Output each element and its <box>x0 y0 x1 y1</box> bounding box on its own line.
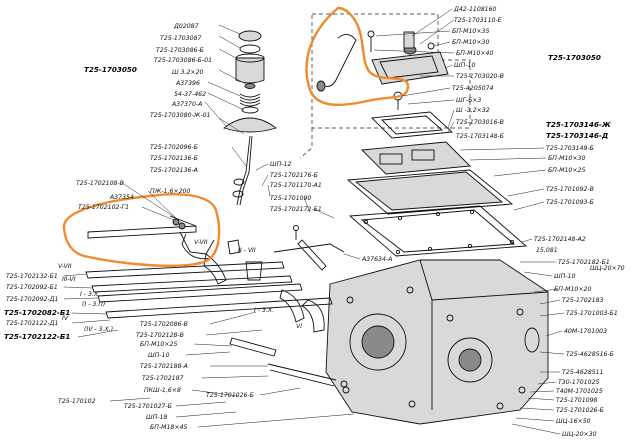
label-bp-m10x25-r: БП-М10×25 <box>548 167 585 174</box>
label-bp-m10x30-mid: БП-М10×30 <box>548 155 585 162</box>
label-v-vii-b: V-VII <box>58 263 72 270</box>
label-t25-1703148-b: Т25-1703148-Б <box>456 133 504 140</box>
label-a37396: А37396 <box>175 80 200 87</box>
label-shg6x3: ШГ-6×3 <box>456 97 481 104</box>
label-iv: IV <box>62 315 69 322</box>
label-shp10-l: ШП-10 <box>148 352 169 359</box>
label-t25-1703146-zh: Т25-1703146-Ж <box>546 120 611 129</box>
label-t25-1702122-d1: Т25-1702122-Д1 <box>6 320 58 327</box>
label-t25-1702122-b1: Т25-1702122-Б1 <box>4 332 70 341</box>
label-d42-1108160: Д42-1108160 <box>453 6 497 13</box>
label-t25-1701027-b: Т25-1701027-Б <box>124 403 172 410</box>
label-t30-1701025: Т30-1701025 <box>558 379 600 386</box>
label-shch20x30: ШЦ-20×30 <box>562 431 597 438</box>
label-t25-1702182-b1: Т25-1702182-Б1 <box>558 259 610 266</box>
label-t25-1701090: Т25-1701090 <box>270 195 312 202</box>
label-t25-1702102-g1: Т25-1702102-Г1 <box>78 204 129 211</box>
label-v-vii-a: V-VII <box>194 239 208 246</box>
label-t25-1702128-v: Т25-1702128-В <box>136 332 184 339</box>
label-t25-4205074: Т25-4205074 <box>452 85 494 92</box>
highlight-shift-lever <box>305 6 410 107</box>
gasket-stack <box>346 111 528 257</box>
gear-lever-assembly <box>223 30 277 206</box>
label-t25-1702082-b1: Т25-1702082-Б1 <box>4 308 70 317</box>
shift-rods-forks <box>85 215 348 388</box>
label-54-37-462: 54-37-462 <box>174 91 206 98</box>
label-i-3p: (I - 3.П) <box>82 301 105 308</box>
label-t25-1703080-zh01: Т25-1703080-Ж-01 <box>150 112 210 119</box>
highlight-shift-rod <box>62 193 221 267</box>
label-t25-1701098: Т25-1701098 <box>556 397 598 404</box>
label-t25-1702086-v: Т25-1702086-В <box>140 321 188 328</box>
label-bp-m10x40: БП-М10×40 <box>456 50 493 57</box>
label-t25-1702148-a2: Т25-1702148-А2 <box>534 236 586 243</box>
label-vi: VI <box>296 323 302 330</box>
label-t25-1703146-d: Т25-1703146-Д <box>546 131 608 140</box>
label-t25-1702187: Т25-1702187 <box>142 375 184 382</box>
part-labels: Д02087 Т25-1703087 Т25-1703086-Б Т25-170… <box>4 6 625 438</box>
label-15-081: 15,081 <box>536 247 558 254</box>
label-a37370-a: А37370-А <box>171 101 202 108</box>
label-t25-1702108-v: Т25-1702108-В <box>76 180 124 187</box>
label-t25-1703086-b: Т25-1703086-Б <box>156 47 204 54</box>
label-t25-1703086-b01: Т25-1703086-Б-01 <box>154 57 212 64</box>
label-sh32x32: Ш -3,2×32 <box>456 107 490 114</box>
label-t25-1702188-a: Т25-1702188-А <box>140 363 188 370</box>
label-t25-1701026-b: Т25-1701026-Б <box>206 392 254 399</box>
label-shp10-top: ШП-10 <box>454 62 475 69</box>
label-sh32x20: Ш 3,2×20 <box>172 69 204 76</box>
label-iii-vi: III-VI <box>62 276 76 283</box>
label-t25-1702092-d1: Т25-1702092-Д1 <box>6 296 58 303</box>
label-t25-1703110-e: Т25-1703110-Е <box>454 17 502 24</box>
label-t25-1703149-b: Т25-1703149-Б <box>546 145 594 152</box>
label-shp18: ШП-18 <box>146 414 167 421</box>
label-t25-1702132-b1: Т25-1702132-Б1 <box>6 273 58 280</box>
label-40m-1701003: 40М-1701003 <box>564 328 607 335</box>
label-t25-1701003-b1: Т25-1701003-Б1 <box>566 310 618 317</box>
label-t25-1701092-v: Т25-1701092-В <box>546 186 594 193</box>
label-d02087: Д02087 <box>173 23 199 30</box>
label-t25-1701170-a1: Т25-1701170-А1 <box>270 182 322 189</box>
label-t25-1703020-v: Т25-1703020-В <box>456 73 504 80</box>
label-t25-4628516-b: Т25-4628516-Б <box>566 351 614 358</box>
label-t25-1703087: Т25-1703087 <box>160 35 202 42</box>
label-t25-1703016-v: Т25-1703016-В <box>456 119 504 126</box>
label-iv-3h: (IV - 3.Х.) <box>84 326 113 333</box>
label-bp-m10x25-l: БП-М10×25 <box>140 341 177 348</box>
label-bp-m10x35: БП-М10×35 <box>452 28 489 35</box>
label-i-3h-b: I - 3.Х. <box>254 307 274 314</box>
label-t25-1702183: Т25-1702183 <box>562 297 604 304</box>
label-bp-m10x20: БП-М10×20 <box>554 286 591 293</box>
label-t25-170102: Т25-170102 <box>58 398 96 405</box>
label-t25-1701026-b-r: Т25-1701026-Б <box>556 407 604 414</box>
label-t25-1702136-b: Т25-1702136-Б <box>150 155 198 162</box>
label-t25-1702136-a: Т25-1702136-А <box>150 167 198 174</box>
label-shch16x50: ШЦ-16×50 <box>556 418 591 425</box>
label-t25-1702096-b: Т25-1702096-Б <box>150 144 198 151</box>
label-a37354: А37354 <box>109 194 134 201</box>
label-t25-1702092-b1: Т25-1702092-Б1 <box>6 284 58 291</box>
label-t25-1702172-b1: Т25-1702172-Б1 <box>270 206 322 213</box>
label-t25-1703050-left: Т25-1703050 <box>84 65 137 74</box>
label-shp12: ШП-12 <box>270 161 291 168</box>
label-bp-m18x45: БП-М18×45 <box>150 424 187 431</box>
label-t25-1703050-right: Т25-1703050 <box>548 53 601 62</box>
label-t25-1701093-b: Т25-1701093-Б <box>546 199 594 206</box>
gearbox-housing <box>325 259 549 425</box>
label-a37634-a: А37634-А <box>361 256 392 263</box>
label-ii-vii: II - VII <box>238 247 256 254</box>
label-i-3h: I - 3.Х. <box>80 291 100 298</box>
label-pkzh16x8: ПКШ-1,6×8 <box>144 387 181 394</box>
label-pzh16x200: ПЖ-1,6×200 <box>150 188 190 195</box>
label-t25-4628511: Т25-4628511 <box>562 369 603 376</box>
label-t25-1702176-b: Т25-1702176-Б <box>270 172 318 179</box>
label-t40m-1701025: Т40М-1701025 <box>556 388 603 395</box>
label-shch20x70: ШЦ-20×70 <box>590 265 625 272</box>
label-shp10-r: ШП-10 <box>554 273 575 280</box>
leader-lines <box>63 8 565 435</box>
label-bp-m10x30-top: БП-М10×30 <box>452 39 489 46</box>
